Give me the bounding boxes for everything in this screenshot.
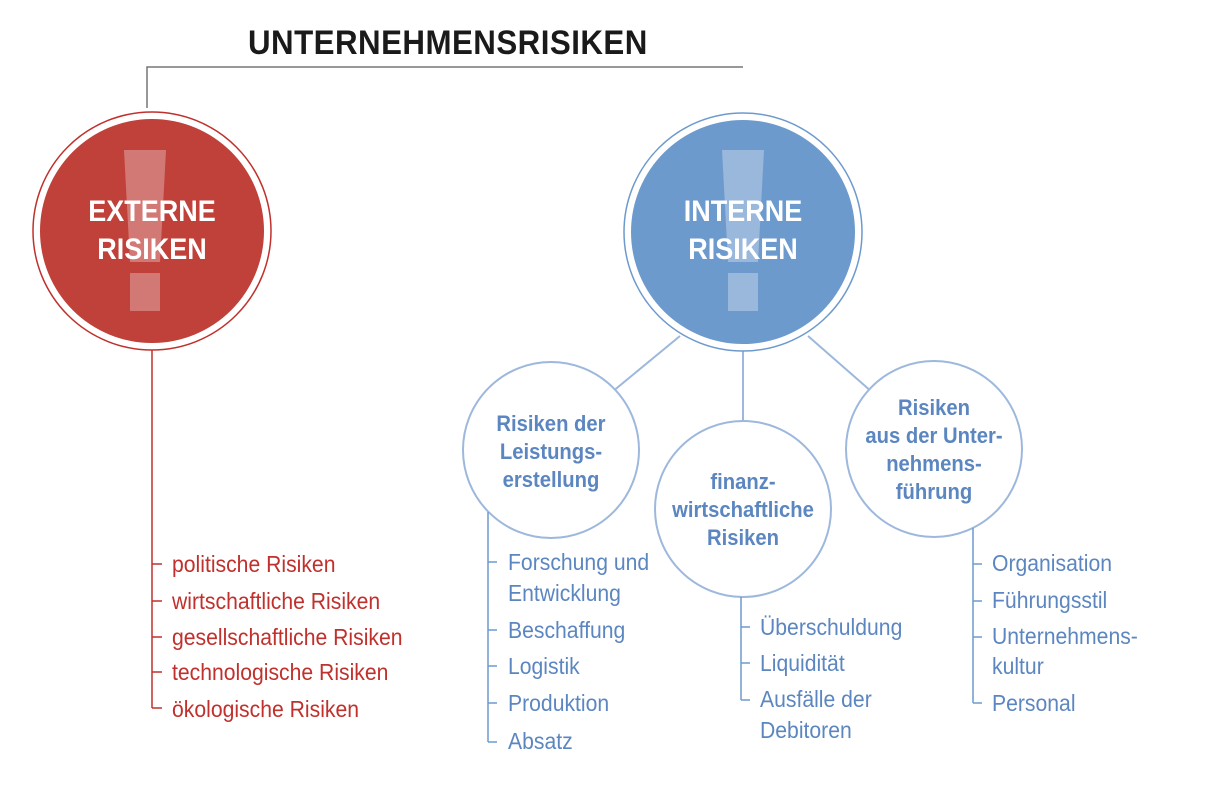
externe-branch bbox=[151, 350, 162, 709]
list-item: wirtschaftliche Risiken bbox=[172, 588, 381, 614]
list-item: Liquidität bbox=[760, 650, 845, 676]
list-item: technologische Risiken bbox=[172, 659, 389, 685]
list-item: Debitoren bbox=[760, 717, 852, 743]
fuehrung-label-line: aus der Unter- bbox=[865, 423, 1003, 448]
externe-circle bbox=[40, 119, 264, 343]
list-item: Beschaffung bbox=[508, 617, 626, 643]
leistung-branch bbox=[487, 512, 497, 743]
list-item: Absatz bbox=[508, 728, 573, 754]
externe-label-line1: EXTERNE bbox=[88, 195, 216, 228]
finanz-label-line: finanz- bbox=[710, 469, 776, 494]
interne-label: INTERNE RISIKEN bbox=[653, 193, 833, 269]
title-connector bbox=[146, 66, 743, 108]
fuehrung-label-line: führung bbox=[895, 479, 973, 504]
page-title: UNTERNEHMENSRISIKEN bbox=[248, 24, 648, 62]
list-item: Produktion bbox=[508, 690, 610, 716]
fuehrung-label-line: nehmens- bbox=[886, 451, 982, 476]
leistung-circle bbox=[462, 361, 640, 539]
finanz-label: finanz- wirtschaftliche Risiken bbox=[665, 468, 821, 552]
finanz-label-line: Risiken bbox=[706, 525, 779, 550]
leistung-label-line: Risiken der bbox=[496, 411, 606, 436]
externe-exclamation-icon bbox=[124, 150, 166, 311]
list-item: kultur bbox=[992, 653, 1044, 679]
finanz-circle bbox=[654, 420, 832, 598]
list-item: Ausfälle der bbox=[760, 686, 872, 712]
externe-label: EXTERNE RISIKEN bbox=[62, 193, 242, 269]
fuehrung-label-line: Risiken bbox=[897, 395, 970, 420]
list-item: Unternehmens- bbox=[992, 623, 1138, 649]
interne-label-line2: RISIKEN bbox=[688, 233, 798, 266]
finanz-branch bbox=[740, 597, 750, 701]
leistung-label-line: erstellung bbox=[502, 467, 600, 492]
list-item: Führungsstil bbox=[992, 587, 1108, 613]
fuehrung-branch bbox=[972, 528, 982, 704]
interne-exclamation-icon bbox=[722, 150, 764, 311]
leistung-label-line: Leistungs- bbox=[499, 439, 603, 464]
list-item: Logistik bbox=[508, 653, 580, 679]
finanz-label-line: wirtschaftliche bbox=[672, 497, 814, 522]
list-item: Personal bbox=[992, 690, 1076, 716]
fuehrung-label: Risiken aus der Unter- nehmens- führung bbox=[856, 394, 1012, 506]
list-item: politische Risiken bbox=[172, 551, 336, 577]
list-item: Überschuldung bbox=[760, 614, 903, 640]
fuehrung-circle bbox=[845, 360, 1023, 538]
list-item: gesellschaftliche Risiken bbox=[172, 624, 403, 650]
list-item: Forschung und bbox=[508, 549, 650, 575]
interne-circle bbox=[631, 120, 855, 344]
list-item: Entwicklung bbox=[508, 580, 621, 606]
list-item: ökologische Risiken bbox=[172, 696, 360, 722]
list-item: Organisation bbox=[992, 550, 1112, 576]
interne-label-line1: INTERNE bbox=[683, 195, 803, 228]
externe-label-line2: RISIKEN bbox=[97, 233, 207, 266]
leistung-label: Risiken der Leistungs- erstellung bbox=[477, 410, 624, 494]
interne-connectors bbox=[611, 335, 873, 422]
